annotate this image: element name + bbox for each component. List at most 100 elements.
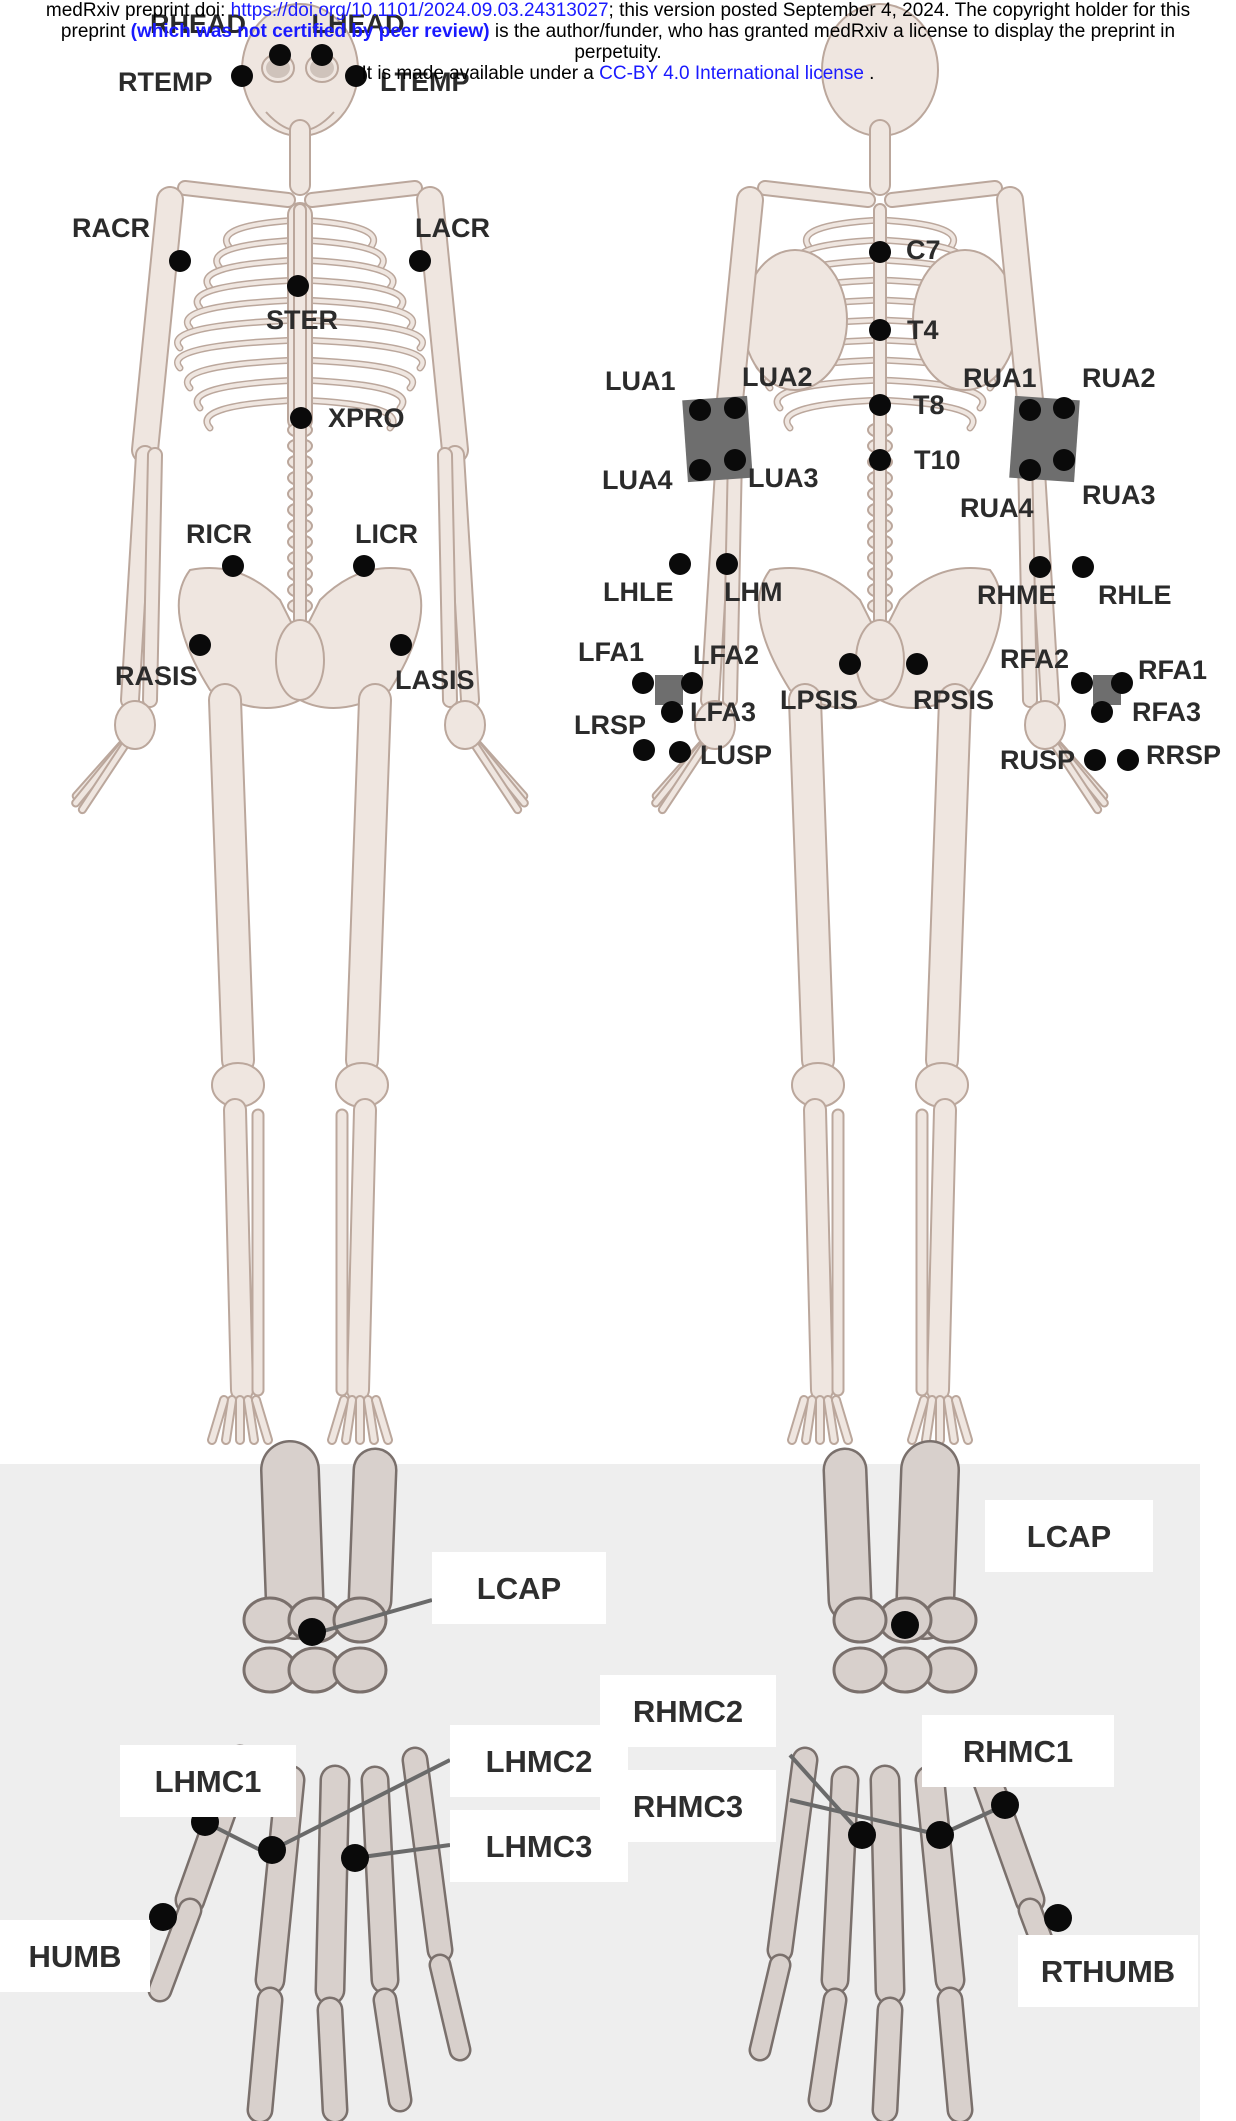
marker-dot [661,701,683,723]
marker-dot [724,449,746,471]
marker-dot [689,459,711,481]
carpal-bone [834,1598,886,1642]
marker-dot [149,1903,177,1931]
license-link[interactable]: CC-BY 4.0 International license [599,63,864,84]
header-line-1: medRxiv preprint doi: https://doi.org/10… [0,0,1236,21]
marker-label: LFA2 [693,640,759,670]
marker-label: RICR [186,519,252,549]
marker-label: T8 [913,390,945,420]
phalanx [950,2000,960,2110]
radius [925,1470,930,1610]
marker-dot [1044,1904,1072,1932]
marker-label: RTHUMB [1041,1954,1175,1989]
marker-label: RASIS [115,661,198,691]
marker-dot [189,634,211,656]
marker-dot [869,449,891,471]
peer-review-note: (which was not certified by peer review) [131,21,490,42]
carpal [115,701,155,749]
marker-label: LHLE [603,577,674,607]
marker-label: LUA4 [602,465,673,495]
clavicle [892,188,995,200]
marker-label: STER [266,305,338,335]
phalanx [885,2010,890,2110]
tibia [815,1110,822,1390]
marker-label: T4 [907,315,939,345]
marker-dot [1053,449,1075,471]
femur [225,700,238,1060]
clavicle [765,188,868,200]
clavicle [312,188,415,200]
marker-dot [1071,672,1093,694]
marker-label: RHMC3 [633,1789,743,1824]
marker-dot [222,555,244,577]
header-text: It is made available under a [362,63,600,84]
marker-label: LHMC1 [155,1764,262,1799]
marker-dot [891,1611,919,1639]
marker-label: RACR [72,213,150,243]
preprint-header: medRxiv preprint doi: https://doi.org/10… [0,0,1236,84]
tibia [938,1110,945,1390]
marker-dot [390,634,412,656]
marker-label: RUSP [1000,745,1075,775]
marker-label: RFA1 [1138,655,1207,685]
radius [290,1470,295,1610]
marker-dot [681,672,703,694]
marker-dot [1019,399,1041,421]
marker-dot [926,1821,954,1849]
marker-dot [632,672,654,694]
marker-label: RUA2 [1082,363,1156,393]
marker-label: LRSP [574,710,646,740]
marker-label: RFA3 [1132,697,1201,727]
marker-label: RRSP [1146,740,1221,770]
marker-dot [409,250,431,272]
clavicle [185,188,288,200]
marker-label: LCAP [477,1571,561,1606]
marker-dot [906,653,928,675]
carpal-bone [334,1648,386,1692]
marker-dot [1117,749,1139,771]
femur [942,700,955,1060]
marker-label: HUMB [29,1939,122,1974]
marker-dot [716,553,738,575]
marker-dot [1072,556,1094,578]
marker-dot [848,1821,876,1849]
marker-label: LICR [355,519,418,549]
header-line-2: preprint (which was not certified by pee… [0,21,1236,42]
marker-label: LFA3 [690,697,756,727]
marker-dot [1111,672,1133,694]
metacarpal [375,1780,385,1980]
marker-label: LACR [415,213,490,243]
carpal-bone [834,1648,886,1692]
marker-dot [1084,749,1106,771]
sacrum [856,620,904,700]
marker-label: LASIS [395,665,475,695]
sacrum [276,620,324,700]
marker-dot [1029,556,1051,578]
header-text: is the author/funder, who has granted me… [490,21,1175,42]
marker-dot [287,275,309,297]
doi-link[interactable]: https://doi.org/10.1101/2024.09.03.24313… [231,0,609,21]
marker-label: LUA1 [605,366,676,396]
marker-dot [298,1618,326,1646]
ulna [845,1470,850,1600]
marker-label: XPRO [328,403,405,433]
metacarpal [330,1780,335,1990]
marker-plate [655,675,683,705]
marker-label: RHMC1 [963,1734,1073,1769]
marker-dot [669,553,691,575]
header-line-4: It is made available under a CC-BY 4.0 I… [0,63,1236,84]
femur [805,700,818,1060]
marker-label: LFA1 [578,637,644,667]
marker-dot [1053,397,1075,419]
marker-dot [991,1791,1019,1819]
marker-dot [290,407,312,429]
tibia [358,1110,365,1390]
marker-label: RUA4 [960,493,1034,523]
carpal [1025,701,1065,749]
marker-label: LPSIS [780,685,858,715]
marker-dot [669,741,691,763]
marker-dot [869,319,891,341]
marker-label: LUA2 [742,362,813,392]
marker-label: LHM [724,577,782,607]
